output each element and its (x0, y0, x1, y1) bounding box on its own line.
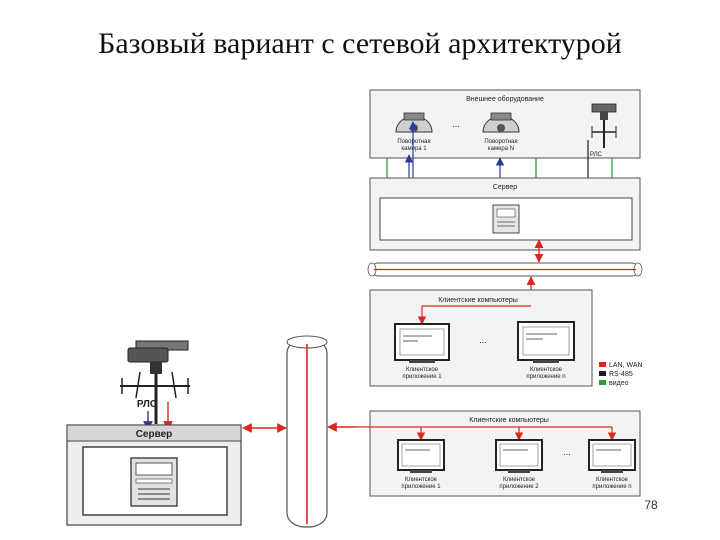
cameras-ellipsis: ... (452, 119, 460, 129)
dome-camera-icon (482, 112, 520, 133)
left-server-label: Сервер (136, 429, 173, 440)
right-diagram: Внешнее оборудование ... Поворотная каме… (355, 89, 643, 497)
legend-label-lan: LAN, WAN (609, 362, 643, 369)
monitor-icon (397, 439, 445, 473)
legend-label-rs485: RS-485 (609, 371, 633, 378)
client-group-label: Клиентские компьютеры (438, 297, 518, 304)
client-1-label-line2: приложение 1 (402, 374, 442, 380)
external-equipment-box: Внешнее оборудование ... Поворотная каме… (369, 89, 641, 159)
external-equipment-label: Внешнее оборудование (466, 95, 544, 103)
monitor-icon (495, 439, 543, 473)
slide-title: Базовый вариант с сетевой архитектурой (98, 27, 622, 60)
client-computers-box-2: Клиентские компьютеры ... Клиентское при… (355, 410, 641, 497)
network-bus-icon (367, 262, 643, 277)
left-diagram: РЛС Сервер (66, 335, 355, 528)
client-n-label-line2: приложение n (526, 374, 565, 380)
camera-n-label-line2: камера N (488, 146, 514, 152)
client2-2-label-line2: приложение 2 (499, 484, 539, 490)
client-n-label-line1: Клиентское (530, 367, 563, 373)
client-group-2-label: Клиентские компьютеры (469, 417, 549, 424)
clients2-ellipsis: ... (563, 447, 571, 457)
monitor-icon (517, 321, 575, 363)
camera-1-label-line1: Поворотная (397, 139, 430, 145)
legend-swatch-rs485 (599, 371, 606, 376)
page-number: 78 (644, 498, 658, 512)
legend-swatch-video (599, 380, 606, 385)
radar-antenna-icon (591, 103, 617, 148)
client-1-label-line1: Клиентское (406, 367, 439, 373)
client2-n-label-line1: Клиентское (596, 477, 629, 483)
legend: LAN, WAN RS-485 видео (599, 362, 643, 387)
client2-1-label-line1: Клиентское (405, 477, 438, 483)
server-unit-icon (130, 457, 178, 507)
clients-ellipsis: ... (479, 335, 487, 345)
server-label: Сервер (493, 184, 517, 191)
client2-n-label-line2: приложение n (592, 484, 631, 490)
left-server-box: Сервер (66, 424, 242, 526)
monitor-icon (394, 323, 450, 363)
client-computers-box: Клиентские компьютеры ... Клиентское при… (369, 289, 593, 387)
camera-1-label-line2: камера 1 (401, 146, 427, 152)
network-bus-icon (286, 335, 328, 528)
legend-swatch-lan (599, 362, 606, 367)
camera-n-label-line1: Поворотная (484, 139, 517, 145)
left-radar-label: РЛС (137, 399, 157, 410)
server-unit-icon (492, 204, 520, 234)
legend-label-video: видео (609, 380, 629, 387)
radar-antenna-icon (120, 340, 190, 424)
client2-2-label-line1: Клиентское (503, 477, 536, 483)
monitor-icon (588, 439, 636, 473)
server-box: Сервер (369, 177, 641, 251)
client2-1-label-line2: приложение 1 (401, 484, 441, 490)
radar-label: РЛС (590, 152, 603, 158)
